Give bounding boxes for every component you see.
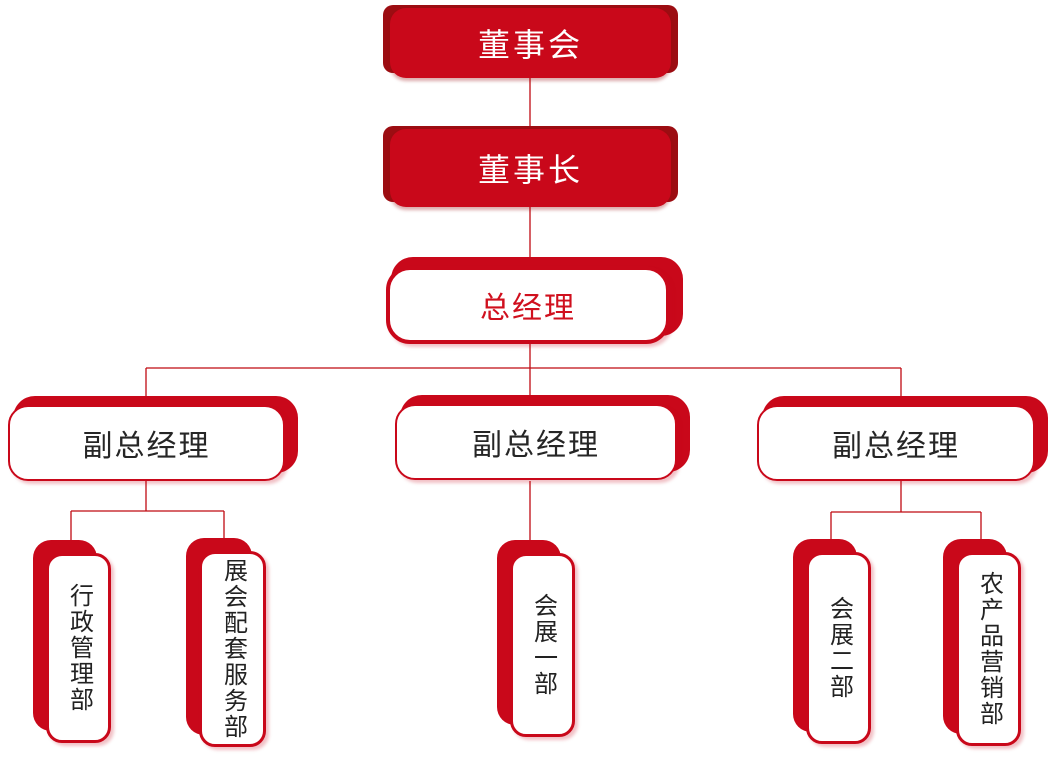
node-general-manager-label: 总经理	[480, 291, 576, 326]
node-deputy-gm-3: 副总经理	[757, 396, 1048, 481]
node-general-manager: 总经理	[386, 257, 683, 344]
node-deputy-gm-2-label: 副总经理	[472, 428, 600, 463]
node-dept-exhibition-1-card: 会展一部	[510, 553, 575, 737]
node-dept-exhibition-support-label: 展会配套服务部	[219, 558, 248, 740]
node-dept-exhibition-2: 会展二部	[793, 539, 871, 744]
node-dept-exhibition-2-label: 会展二部	[825, 596, 854, 700]
node-deputy-gm-1-label: 副总经理	[82, 429, 211, 464]
node-dept-agri-marketing: 农产品营销部	[943, 539, 1021, 746]
node-board-label: 董事会	[477, 26, 583, 64]
node-dept-exhibition-support: 展会配套服务部	[186, 538, 266, 747]
node-chairman-label: 董事长	[477, 151, 583, 189]
node-board: 董事会	[383, 5, 678, 78]
node-deputy-gm-1: 副总经理	[8, 396, 298, 481]
node-chairman: 董事长	[383, 126, 678, 207]
node-dept-exhibition-support-card: 展会配套服务部	[199, 551, 266, 747]
node-dept-exhibition-1-label: 会展一部	[529, 593, 558, 697]
node-dept-admin-card: 行政管理部	[46, 553, 111, 743]
node-dept-exhibition-2-card: 会展二部	[806, 552, 871, 744]
node-general-manager-card: 总经理	[386, 266, 670, 344]
node-dept-agri-marketing-card: 农产品营销部	[956, 552, 1021, 746]
node-dept-agri-marketing-label: 农产品营销部	[975, 571, 1004, 727]
node-dept-admin-label: 行政管理部	[65, 583, 94, 713]
node-dept-exhibition-1: 会展一部	[497, 540, 575, 737]
node-deputy-gm-2-card: 副总经理	[395, 404, 677, 480]
node-deputy-gm-3-label: 副总经理	[832, 429, 960, 464]
node-deputy-gm-3-card: 副总经理	[757, 405, 1035, 481]
node-deputy-gm-2: 副总经理	[395, 395, 690, 480]
node-deputy-gm-1-card: 副总经理	[8, 405, 285, 481]
node-dept-admin: 行政管理部	[33, 540, 111, 743]
